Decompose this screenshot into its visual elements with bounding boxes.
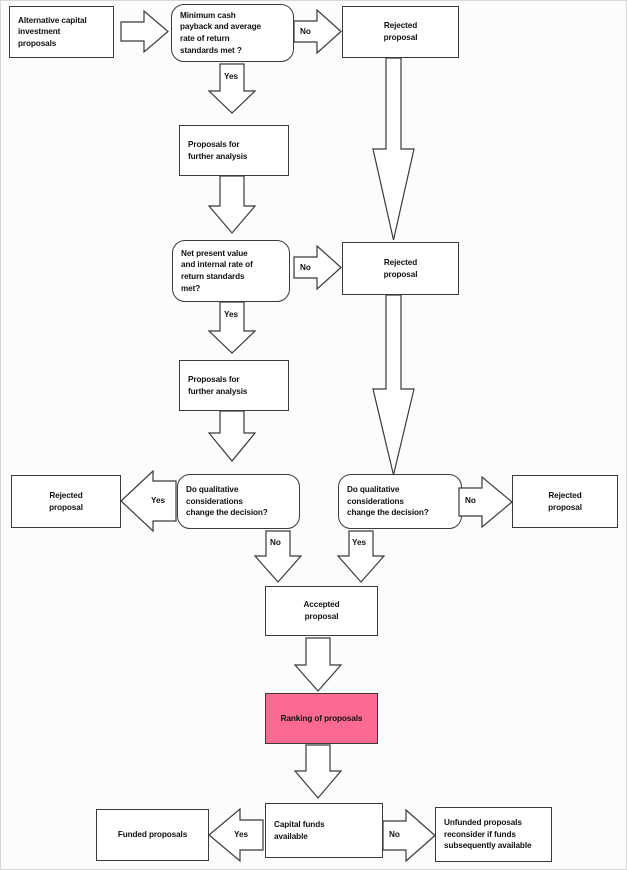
node-decision-npv-irr: Net present value and internal rate of r… <box>172 240 290 302</box>
arrow-analysis2-down <box>207 410 257 462</box>
node-proposals-further-analysis-1: Proposals for further analysis <box>179 125 289 176</box>
node-label: Rejected proposal <box>49 490 83 512</box>
node-label: Proposals for further analysis <box>188 374 248 396</box>
node-label: Do qualitative considerations change the… <box>186 485 268 518</box>
node-decision-payback-arr: Minimum cash payback and average rate of… <box>171 4 294 62</box>
node-rejected-proposal-2: Rejected proposal <box>342 242 459 295</box>
edge-label-decision2-yes: Yes <box>224 310 239 319</box>
node-decision-qualitative-right: Do qualitative considerations change the… <box>338 474 462 529</box>
edge-label-qual-left-yes: Yes <box>151 496 166 505</box>
node-label: Funded proposals <box>117 830 188 840</box>
node-ranking-of-proposals: Ranking of proposals <box>265 693 378 744</box>
arrow-ranking-down <box>293 744 343 799</box>
edge-label-qual-left-no: No <box>270 538 281 547</box>
node-decision-capital-funds-available: Capital funds available <box>265 803 383 858</box>
edge-label-qual-right-yes: Yes <box>352 538 367 547</box>
arrow-start-to-decision1 <box>120 9 169 54</box>
arrow-accepted-down <box>293 637 343 692</box>
node-label: Net present value and internal rate of r… <box>181 248 253 293</box>
node-label: Capital funds available <box>274 819 325 841</box>
node-label: Minimum cash payback and average rate of… <box>180 10 261 55</box>
node-accepted-proposal: Accepted proposal <box>265 586 378 636</box>
arrow-rejected2-down <box>372 294 415 476</box>
edge-label-decision1-yes: Yes <box>224 72 239 81</box>
node-label: Rejected proposal <box>383 21 418 42</box>
node-rejected-proposal-4: Rejected proposal <box>512 475 618 528</box>
node-label: Rejected proposal <box>548 490 582 512</box>
node-proposals-further-analysis-2: Proposals for further analysis <box>179 360 289 411</box>
node-label: Unfunded proposals reconsider if funds s… <box>444 818 532 851</box>
edge-label-capital-yes: Yes <box>234 830 249 839</box>
edge-label-capital-no: No <box>389 830 400 839</box>
node-label: Do qualitative considerations change the… <box>347 485 429 518</box>
node-decision-qualitative-left: Do qualitative considerations change the… <box>177 474 300 529</box>
node-label: Ranking of proposals <box>280 713 363 723</box>
node-rejected-proposal-3: Rejected proposal <box>11 475 121 528</box>
edge-label-decision2-no: No <box>300 263 311 272</box>
node-label: Proposals for further analysis <box>188 139 248 161</box>
node-unfunded-proposals: Unfunded proposals reconsider if funds s… <box>435 807 552 862</box>
node-label: Accepted proposal <box>303 600 340 621</box>
edge-label-decision1-no: No <box>300 27 311 36</box>
node-funded-proposals: Funded proposals <box>96 809 209 861</box>
node-alternative-capital-investment-proposals: Alternative capital investment proposals <box>9 6 114 58</box>
node-label: Alternative capital investment proposals <box>18 15 87 48</box>
arrow-qual-left-yes <box>120 469 177 533</box>
node-label: Rejected proposal <box>383 257 418 279</box>
node-rejected-proposal-1: Rejected proposal <box>342 6 459 58</box>
arrow-analysis1-down <box>207 175 257 234</box>
arrow-rejected1-down <box>372 57 415 241</box>
edge-label-qual-right-no: No <box>465 496 476 505</box>
